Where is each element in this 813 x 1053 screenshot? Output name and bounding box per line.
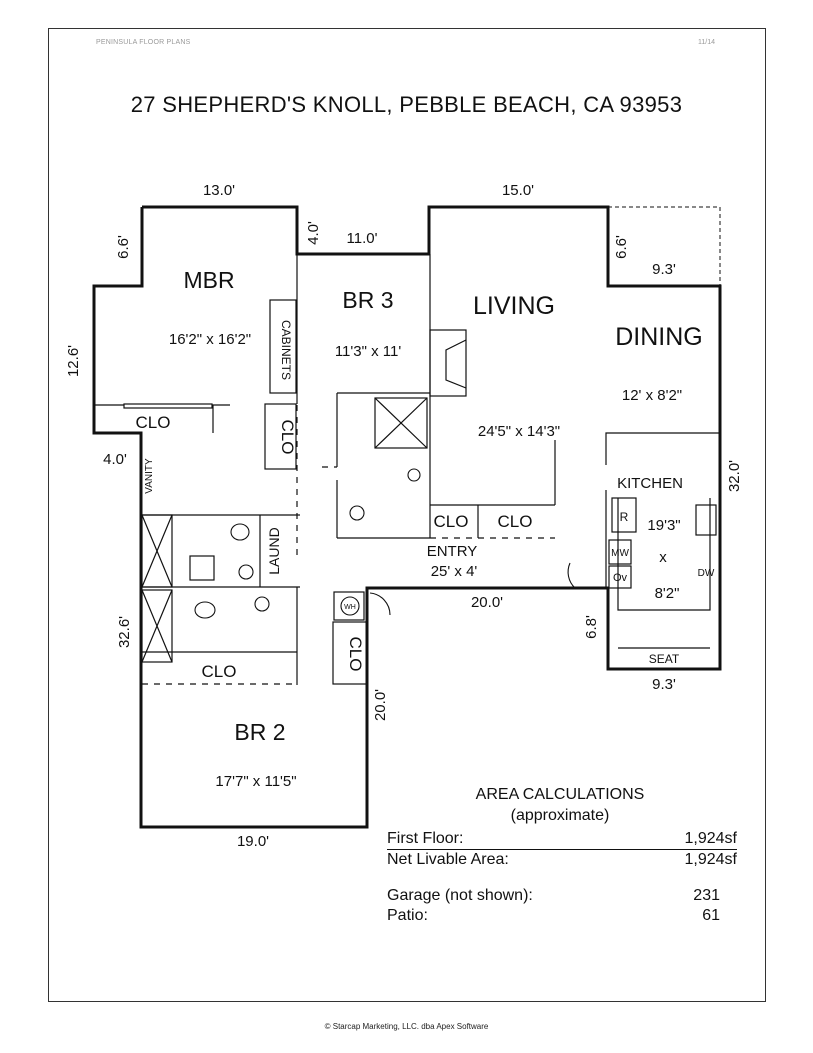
clo-label-living-2: CLO: [498, 512, 533, 531]
page-number: 11/14: [698, 39, 715, 46]
dim-entry-south: 20.0': [471, 594, 503, 611]
area-value: 231: [693, 887, 720, 904]
dim-kitchen-bottom: 9.3': [652, 676, 676, 693]
dim-dining-step: 6.6': [613, 235, 630, 259]
dim-living-top: 15.0': [502, 182, 534, 199]
room-living-name: LIVING: [473, 292, 555, 320]
room-br2-name: BR 2: [234, 719, 285, 745]
room-entry-name: ENTRY: [427, 543, 478, 560]
clo-label-mbr: CLO: [136, 413, 171, 432]
area-row-garage: Garage (not shown): 231: [387, 886, 720, 906]
area-label: Net Livable Area:: [387, 851, 509, 868]
area-value: 1,924sf: [684, 830, 737, 847]
dim-vanity-step: 4.0': [103, 451, 127, 468]
area-row-first-floor: First Floor: 1,924sf: [387, 829, 737, 850]
dim-right-side: 32.0': [726, 460, 743, 492]
page-title: 27 SHEPHERD'S KNOLL, PEBBLE BEACH, CA 93…: [130, 92, 683, 117]
dim-left-side: 32.6': [116, 616, 133, 648]
microwave-label: MW: [611, 548, 629, 559]
room-kitchen-size-x: x: [659, 549, 667, 566]
room-entry-size: 25' x 4': [431, 563, 478, 580]
refrigerator-label: R: [620, 510, 629, 524]
wh-label: WH: [344, 604, 356, 611]
vanity-label: VANITY: [144, 458, 155, 494]
room-kitchen-size-b: 8'2": [655, 585, 680, 602]
room-dining-size: 12' x 8'2": [622, 387, 682, 404]
page-frame: [48, 28, 766, 1002]
brand-header: PENINSULA FLOOR PLANS: [96, 39, 191, 46]
area-row-patio: Patio: 61: [387, 906, 720, 926]
dim-step-top: 4.0': [305, 221, 322, 245]
area-label: Garage (not shown):: [387, 887, 533, 904]
dim-dining-width: 9.3': [652, 261, 676, 278]
dim-br2-bottom: 19.0': [237, 833, 269, 850]
dim-mbr-left: 12.6': [65, 345, 82, 377]
clo-label-living-1: CLO: [434, 512, 469, 531]
room-mbr-name: MBR: [183, 267, 234, 293]
area-label: First Floor:: [387, 830, 464, 847]
area-value: 61: [702, 907, 720, 924]
clo-label-hall: CLO: [278, 420, 297, 455]
room-dining-name: DINING: [615, 323, 703, 351]
oven-label: Ov: [613, 572, 628, 584]
dim-br3-top: 11.0': [347, 230, 378, 247]
room-kitchen-size-a: 19'3": [647, 517, 680, 534]
exterior-walls: [92, 205, 722, 829]
seat-label: SEAT: [649, 652, 680, 666]
clo-label-br2: CLO: [202, 662, 237, 681]
room-br2-size: 17'7" x 11'5": [215, 773, 296, 790]
clo-label-wh: CLO: [346, 637, 365, 672]
room-mbr-size: 16'2" x 16'2": [169, 331, 251, 348]
door-dashes: [142, 405, 555, 685]
area-value: 1,924sf: [684, 851, 737, 868]
fixtures: [194, 468, 576, 619]
area-heading: AREA CALCULATIONS: [475, 786, 645, 803]
room-kitchen-name: KITCHEN: [617, 475, 683, 492]
room-living-size: 24'5" x 14'3": [478, 423, 560, 440]
copyright-footer: © Starcap Marketing, LLC. dba Apex Softw…: [324, 1022, 489, 1031]
area-calculations: AREA CALCULATIONS (approximate) First Fl…: [387, 784, 737, 926]
laund-label: LAUND: [266, 527, 282, 574]
interior-walls: [94, 254, 720, 685]
dim-kitchen-step: 6.8': [583, 615, 600, 639]
area-row-net-livable: Net Livable Area: 1,924sf: [387, 850, 737, 870]
dim-mbr-top: 13.0': [203, 182, 235, 199]
dim-mbr-step: 6.6': [115, 235, 132, 259]
cabinets-label: CABINETS: [279, 320, 293, 380]
area-subheading: (approximate): [510, 807, 610, 824]
room-br3-size: 11'3" x 11': [335, 343, 402, 360]
room-br3-name: BR 3: [342, 287, 393, 313]
dishwasher-label: DW: [698, 568, 715, 579]
area-label: Patio:: [387, 907, 428, 924]
dim-br2-right: 20.0': [372, 689, 389, 721]
patio-outline: [608, 206, 721, 286]
